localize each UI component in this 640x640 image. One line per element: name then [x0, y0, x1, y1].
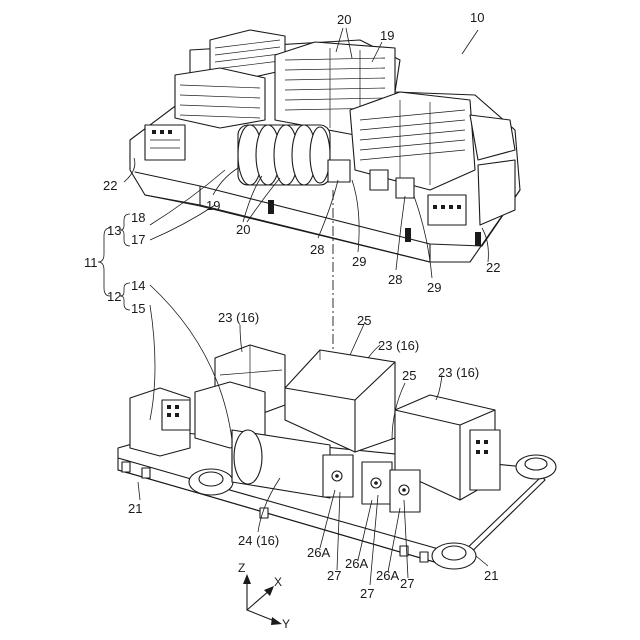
lower-left-connector: [130, 388, 190, 456]
axis-label-x: X: [274, 575, 282, 589]
label-22-left: 22: [103, 178, 117, 193]
label-27-3: 27: [400, 576, 414, 591]
label-21-left: 21: [128, 501, 142, 516]
label-relay-right: 23 (16): [438, 365, 479, 380]
label-26a-3: 26A: [376, 568, 399, 583]
upper-window-28b-left: [370, 170, 388, 190]
lower-base-assembly: [118, 345, 556, 569]
label-29-a: 29: [352, 254, 366, 269]
label-part-15: 15: [131, 301, 145, 316]
upper-window-28a: [328, 160, 350, 182]
label-28-a: 28: [310, 242, 324, 257]
label-base-12: 12: [107, 289, 121, 304]
label-25-top: 25: [357, 313, 371, 328]
label-19-mid: 19: [206, 198, 220, 213]
upper-left-connector: [145, 125, 185, 160]
label-case-11: 11: [84, 255, 98, 270]
axis-label-y: Y: [282, 617, 290, 631]
label-29-b: 29: [427, 280, 441, 295]
label-26a-1: 26A: [307, 545, 330, 560]
label-relay-top: 23 (16): [218, 310, 259, 325]
label-22-right: 22: [486, 260, 500, 275]
label-part-14: 14: [131, 278, 145, 293]
terminal-26a-3: [390, 470, 420, 512]
label-19-top: 19: [380, 28, 394, 43]
label-cover-13: 13: [107, 223, 121, 238]
label-21-right: 21: [484, 568, 498, 583]
terminal-26a-2: [362, 462, 392, 504]
upper-window-28b-right: [396, 178, 414, 198]
lower-center-relay: [285, 350, 395, 452]
terminal-26a-1: [323, 455, 353, 497]
label-28-b: 28: [388, 272, 402, 287]
label-relay-mid: 23 (16): [378, 338, 419, 353]
label-part-18: 18: [131, 210, 145, 225]
label-20-mid: 20: [236, 222, 250, 237]
label-26a-2: 26A: [345, 556, 368, 571]
front-ring-bracket: [432, 543, 476, 569]
label-part-17: 17: [131, 232, 145, 247]
left-ring-bracket: [189, 469, 233, 495]
label-27-1: 27: [327, 568, 341, 583]
label-assembly-10: 10: [470, 10, 484, 25]
label-27-2: 27: [360, 586, 374, 601]
upper-cover-assembly: [130, 30, 520, 262]
label-25-mid: 25: [402, 368, 416, 383]
upper-fuse-cylinders: [238, 125, 330, 185]
label-20-top: 20: [337, 12, 351, 27]
upper-right-connector: [428, 195, 466, 225]
right-ring-bracket: [516, 455, 556, 479]
axis-label-z: Z: [238, 561, 245, 575]
label-24: 24 (16): [238, 533, 279, 548]
